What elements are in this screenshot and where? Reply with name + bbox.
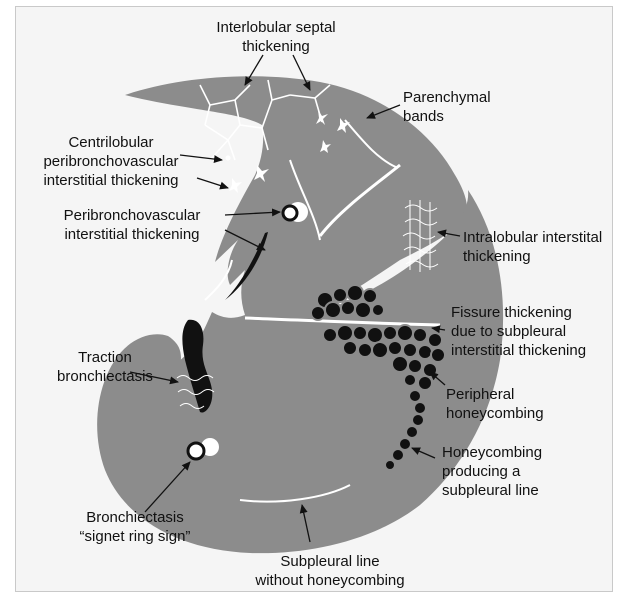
label-line: Parenchymal bbox=[403, 88, 491, 107]
label-line: peribronchovascular bbox=[26, 152, 196, 171]
label-line: thickening bbox=[463, 247, 602, 266]
label-parenchymal: Parenchymal bands bbox=[403, 88, 491, 126]
label-line: Bronchiectasis bbox=[60, 508, 210, 527]
label-centrilobular: Centrilobular peribronchovascular inters… bbox=[26, 133, 196, 190]
label-fissure: Fissure thickening due to subpleural int… bbox=[451, 303, 586, 360]
label-line: interstitial thickening bbox=[42, 225, 222, 244]
label-line: honeycombing bbox=[446, 404, 544, 423]
label-interlobular: Interlobular septal thickening bbox=[196, 18, 356, 56]
label-signet: Bronchiectasis “signet ring sign” bbox=[60, 508, 210, 546]
label-line: Fissure thickening bbox=[451, 303, 586, 322]
small-connector bbox=[205, 260, 232, 300]
label-line: Interlobular septal bbox=[196, 18, 356, 37]
label-line: Traction bbox=[50, 348, 160, 367]
label-line: subpleural line bbox=[442, 481, 542, 500]
label-peribronchovascular: Peribronchovascular interstitial thicken… bbox=[42, 206, 222, 244]
label-line: “signet ring sign” bbox=[60, 527, 210, 546]
label-line: Intralobular interstital bbox=[463, 228, 602, 247]
label-line: Peripheral bbox=[446, 385, 544, 404]
label-line: bronchiectasis bbox=[50, 367, 160, 386]
label-subpleural: Subpleural line without honeycombing bbox=[245, 552, 415, 590]
label-line: interstitial thickening bbox=[451, 341, 586, 360]
label-line: thickening bbox=[196, 37, 356, 56]
label-line: Peribronchovascular bbox=[42, 206, 222, 225]
label-intralobular: Intralobular interstital thickening bbox=[463, 228, 602, 266]
label-traction: Traction bronchiectasis bbox=[50, 348, 160, 386]
label-line: Subpleural line bbox=[245, 552, 415, 571]
label-peripheral: Peripheral honeycombing bbox=[446, 385, 544, 423]
label-line: without honeycombing bbox=[245, 571, 415, 590]
label-line: interstitial thickening bbox=[26, 171, 196, 190]
label-line: Honeycombing bbox=[442, 443, 542, 462]
label-line: due to subpleural bbox=[451, 322, 586, 341]
label-honeycomb-line: Honeycombing producing a subpleural line bbox=[442, 443, 542, 500]
label-line: producing a bbox=[442, 462, 542, 481]
label-line: Centrilobular bbox=[26, 133, 196, 152]
label-line: bands bbox=[403, 107, 491, 126]
